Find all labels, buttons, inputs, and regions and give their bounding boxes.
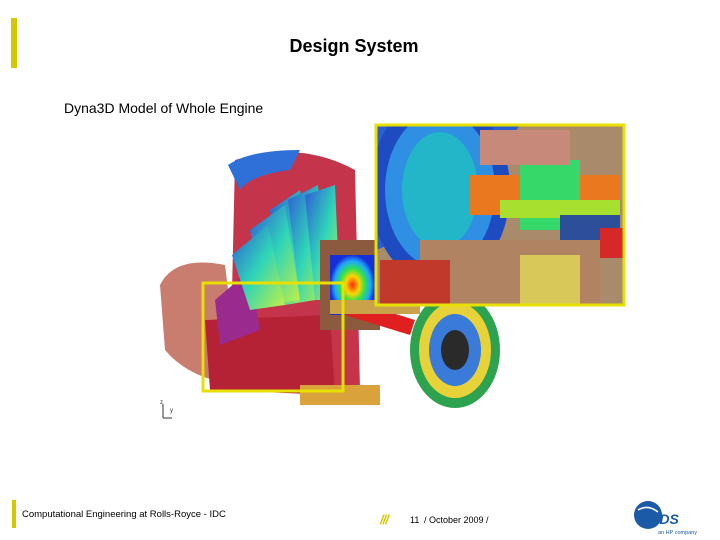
logo-name: EDS — [650, 511, 679, 527]
fan-blades — [232, 185, 340, 310]
eds-logo: EDS an HP company — [634, 501, 697, 536]
page-number: 11 — [410, 515, 420, 525]
engine-model-figure: z y x — [160, 123, 626, 419]
inset-frame — [374, 123, 626, 307]
logo-tagline: an HP company — [658, 530, 697, 536]
engine-detail-zoom — [374, 123, 626, 307]
accent-bar-bottom — [12, 500, 16, 528]
turbine-disc — [410, 292, 500, 408]
slide-subtitle: Dyna3D Model of Whole Engine — [64, 100, 264, 116]
footer-slash-mark: /// — [380, 512, 389, 527]
footer-date: / October 2009 / — [424, 515, 489, 525]
accent-bar-top — [11, 18, 17, 68]
axis-label-z: z — [160, 400, 163, 406]
axis-label-y: y — [170, 408, 173, 414]
slide-title: Design System — [289, 36, 419, 56]
zoom-selection-box — [201, 281, 345, 393]
footer-organization: Computational Engineering at Rolls-Royce… — [22, 509, 226, 520]
whole-engine-model — [160, 150, 500, 408]
axis-triad: z y x — [160, 400, 173, 419]
